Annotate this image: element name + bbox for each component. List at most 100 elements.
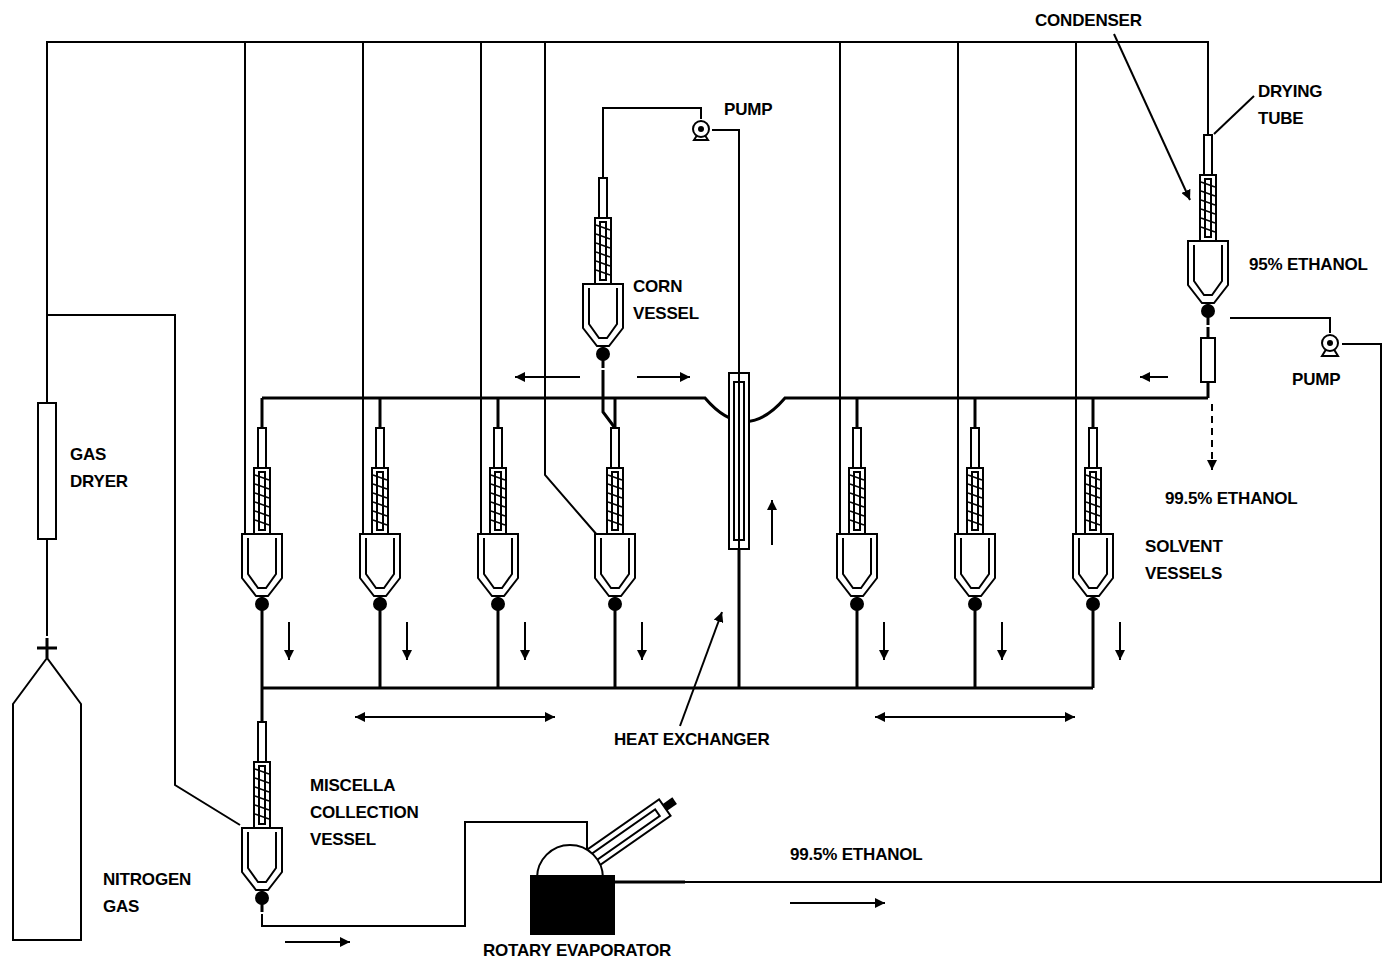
drawing-stroke bbox=[261, 618, 264, 688]
leader-line bbox=[1114, 34, 1190, 200]
drawing-stroke bbox=[379, 398, 382, 428]
drawing-stroke bbox=[853, 428, 861, 468]
part-label: SOLVENT VESSELS bbox=[1145, 533, 1223, 587]
ethanol-vessel-outline bbox=[1186, 135, 1230, 327]
drawing-stroke bbox=[373, 484, 387, 489]
drawing-stroke bbox=[379, 618, 382, 688]
drawing-stroke bbox=[480, 42, 482, 536]
drawing-stroke bbox=[406, 622, 408, 660]
drawing-stroke bbox=[608, 493, 622, 498]
drawing-stroke bbox=[1075, 42, 1077, 536]
component-label: HEAT EXCHANGER bbox=[614, 726, 770, 753]
flow-arrow bbox=[355, 716, 555, 718]
drawing-stroke bbox=[641, 622, 643, 660]
drawing-stroke bbox=[1001, 622, 1003, 660]
component-label: NITROGEN GAS bbox=[103, 866, 191, 920]
gas-dryer: GAS DRYER bbox=[37, 402, 57, 540]
part-label: DRYING TUBE bbox=[1258, 78, 1322, 132]
drawing-stroke bbox=[288, 622, 290, 660]
drawing-stroke bbox=[478, 534, 518, 596]
drawing-stroke bbox=[373, 493, 387, 498]
drawing-stroke bbox=[856, 398, 859, 428]
drawing-stroke bbox=[839, 42, 841, 536]
drawing-stroke bbox=[491, 475, 505, 480]
drawing-stroke bbox=[608, 475, 622, 480]
pipe-connector bbox=[1230, 318, 1330, 333]
glass-vessel bbox=[837, 428, 877, 618]
drawing-stroke bbox=[255, 502, 269, 507]
drawing-stroke bbox=[374, 598, 386, 610]
drawing-stroke bbox=[1073, 534, 1113, 596]
pipe-connector bbox=[685, 344, 1381, 882]
flow-arrow bbox=[1140, 376, 1168, 378]
drawing-stroke bbox=[1087, 598, 1099, 610]
drawing-stroke bbox=[971, 428, 979, 468]
drawing-stroke bbox=[373, 502, 387, 507]
drawing-stroke bbox=[607, 468, 623, 534]
flow-arrow bbox=[790, 902, 885, 904]
part-label: CONDENSER bbox=[1035, 7, 1142, 34]
drawing-stroke bbox=[968, 511, 982, 516]
drawing-stroke bbox=[256, 598, 268, 610]
pipe-connector bbox=[603, 108, 701, 178]
drawing-stroke bbox=[484, 538, 512, 588]
component-label: CORN VESSEL bbox=[633, 273, 699, 327]
manifold-drop bbox=[261, 688, 264, 722]
drawing-stroke bbox=[968, 520, 982, 525]
drawing-stroke bbox=[608, 502, 622, 507]
drawing-stroke bbox=[968, 484, 982, 489]
drawing-stroke bbox=[366, 538, 394, 588]
drawing-stroke bbox=[1086, 502, 1100, 507]
glass-vessel bbox=[478, 428, 518, 618]
glass-vessel bbox=[955, 428, 995, 618]
drawing-stroke bbox=[373, 475, 387, 480]
drawing-stroke bbox=[967, 468, 983, 534]
drawing-stroke bbox=[969, 598, 981, 610]
component-label: ROTARY EVAPORATOR bbox=[483, 937, 671, 964]
drawing-stroke bbox=[47, 34, 1254, 942]
drawing-stroke bbox=[601, 538, 629, 588]
part-label: 99.5% ETHANOL bbox=[1165, 485, 1298, 512]
drawing-stroke bbox=[1092, 618, 1095, 688]
drawing-stroke bbox=[856, 618, 859, 688]
component-label: PUMP bbox=[724, 96, 772, 123]
flow-arrow bbox=[771, 500, 773, 545]
drawing-stroke bbox=[850, 511, 864, 516]
drawing-stroke bbox=[1079, 538, 1107, 588]
drawing-stroke bbox=[491, 484, 505, 489]
exchanger-return bbox=[738, 550, 741, 688]
drawing-stroke bbox=[373, 520, 387, 525]
glass-vessel bbox=[360, 428, 400, 618]
pump-symbol-outline bbox=[1318, 333, 1342, 357]
collection-vessel-outline bbox=[240, 722, 284, 914]
flow-arrow bbox=[285, 941, 350, 943]
drawing-stroke bbox=[242, 534, 282, 596]
glass-vessel bbox=[242, 722, 282, 912]
drawing-stroke bbox=[850, 502, 864, 507]
drawing-stroke bbox=[491, 493, 505, 498]
component-label: 95% ETHANOL bbox=[1249, 251, 1368, 278]
heat-exchanger: HEAT EXCHANGER bbox=[728, 372, 750, 550]
heat-exchanger-outline bbox=[728, 372, 750, 550]
gas-cylinder: NITROGEN GAS bbox=[9, 636, 85, 942]
drawing-stroke bbox=[849, 468, 865, 534]
component-label: MISCELLA COLLECTION VESSEL bbox=[310, 772, 418, 853]
glass-vessel bbox=[1188, 135, 1228, 325]
glass-vessel bbox=[242, 428, 282, 618]
drawing-stroke bbox=[850, 484, 864, 489]
drawing-stroke bbox=[255, 484, 269, 489]
drawing-stroke bbox=[524, 622, 526, 660]
drawing-stroke bbox=[1086, 493, 1100, 498]
drawing-stroke bbox=[254, 468, 270, 534]
nitrogen-header bbox=[47, 42, 1208, 402]
flow-arrow bbox=[515, 376, 580, 378]
drawing-stroke bbox=[1092, 398, 1095, 428]
drawing-stroke bbox=[968, 493, 982, 498]
drawing-stroke bbox=[1089, 428, 1097, 468]
drawing-stroke bbox=[611, 428, 619, 468]
pipe-connector bbox=[262, 822, 525, 926]
drawing-stroke bbox=[261, 398, 264, 428]
